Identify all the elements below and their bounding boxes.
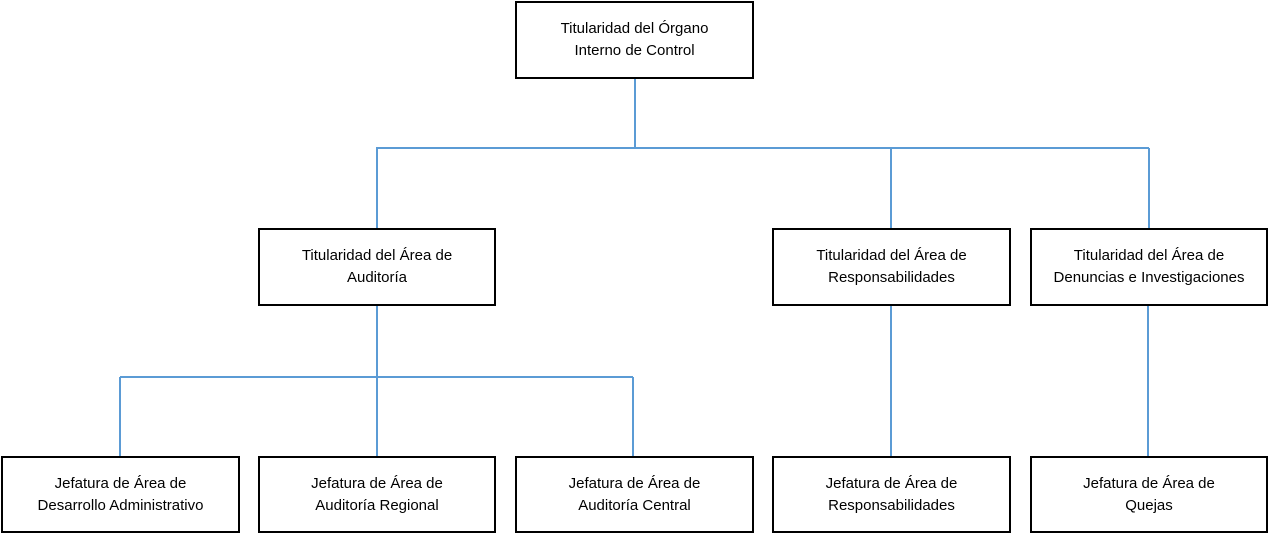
node-label-line2: Auditoría Regional — [315, 496, 439, 514]
node-label-line2: Responsabilidades — [828, 496, 955, 514]
node-titularidad-oic: Titularidad del Órgano Interno de Contro… — [515, 1, 754, 79]
node-label-line1: Jefatura de Área de — [54, 474, 187, 492]
node-label-line1: Jefatura de Área de — [311, 474, 443, 492]
node-titularidad-auditoria: Titularidad del Área de Auditoría — [258, 228, 496, 306]
node-jefatura-auditoria-regional: Jefatura de Área de Auditoría Regional — [258, 456, 496, 533]
node-label-line1: Jefatura de Área de — [825, 474, 958, 492]
node-titularidad-denuncias: Titularidad del Área de Denuncias e Inve… — [1030, 228, 1268, 306]
node-label-line2: Denuncias e Investigaciones — [1053, 269, 1245, 286]
node-jefatura-desarrollo-administrativo: Jefatura de Área de Desarrollo Administr… — [1, 456, 240, 533]
node-label-line1: Titularidad del Área de — [1073, 247, 1225, 264]
node-label-line2: Auditoría — [346, 269, 408, 286]
node-label-line2: Interno de Control — [574, 42, 695, 59]
node-label-line1: Jefatura de Área de — [1083, 474, 1215, 492]
node-label-line1: Titularidad del Área de — [301, 247, 453, 264]
node-label-line2: Desarrollo Administrativo — [37, 496, 204, 514]
node-jefatura-auditoria-central: Jefatura de Área de Auditoría Central — [515, 456, 754, 533]
node-jefatura-quejas: Jefatura de Área de Quejas — [1030, 456, 1268, 533]
node-label-line2: Quejas — [1125, 496, 1173, 514]
node-label-line2: Auditoría Central — [578, 496, 691, 514]
node-jefatura-responsabilidades: Jefatura de Área de Responsabilidades — [772, 456, 1011, 533]
node-label-line2: Responsabilidades — [828, 269, 955, 286]
node-label-line1: Titularidad del Órgano — [560, 20, 709, 37]
node-label-line1: Jefatura de Área de — [568, 474, 701, 492]
node-label-line1: Titularidad del Área de — [816, 247, 967, 264]
node-titularidad-responsabilidades: Titularidad del Área de Responsabilidade… — [772, 228, 1011, 306]
